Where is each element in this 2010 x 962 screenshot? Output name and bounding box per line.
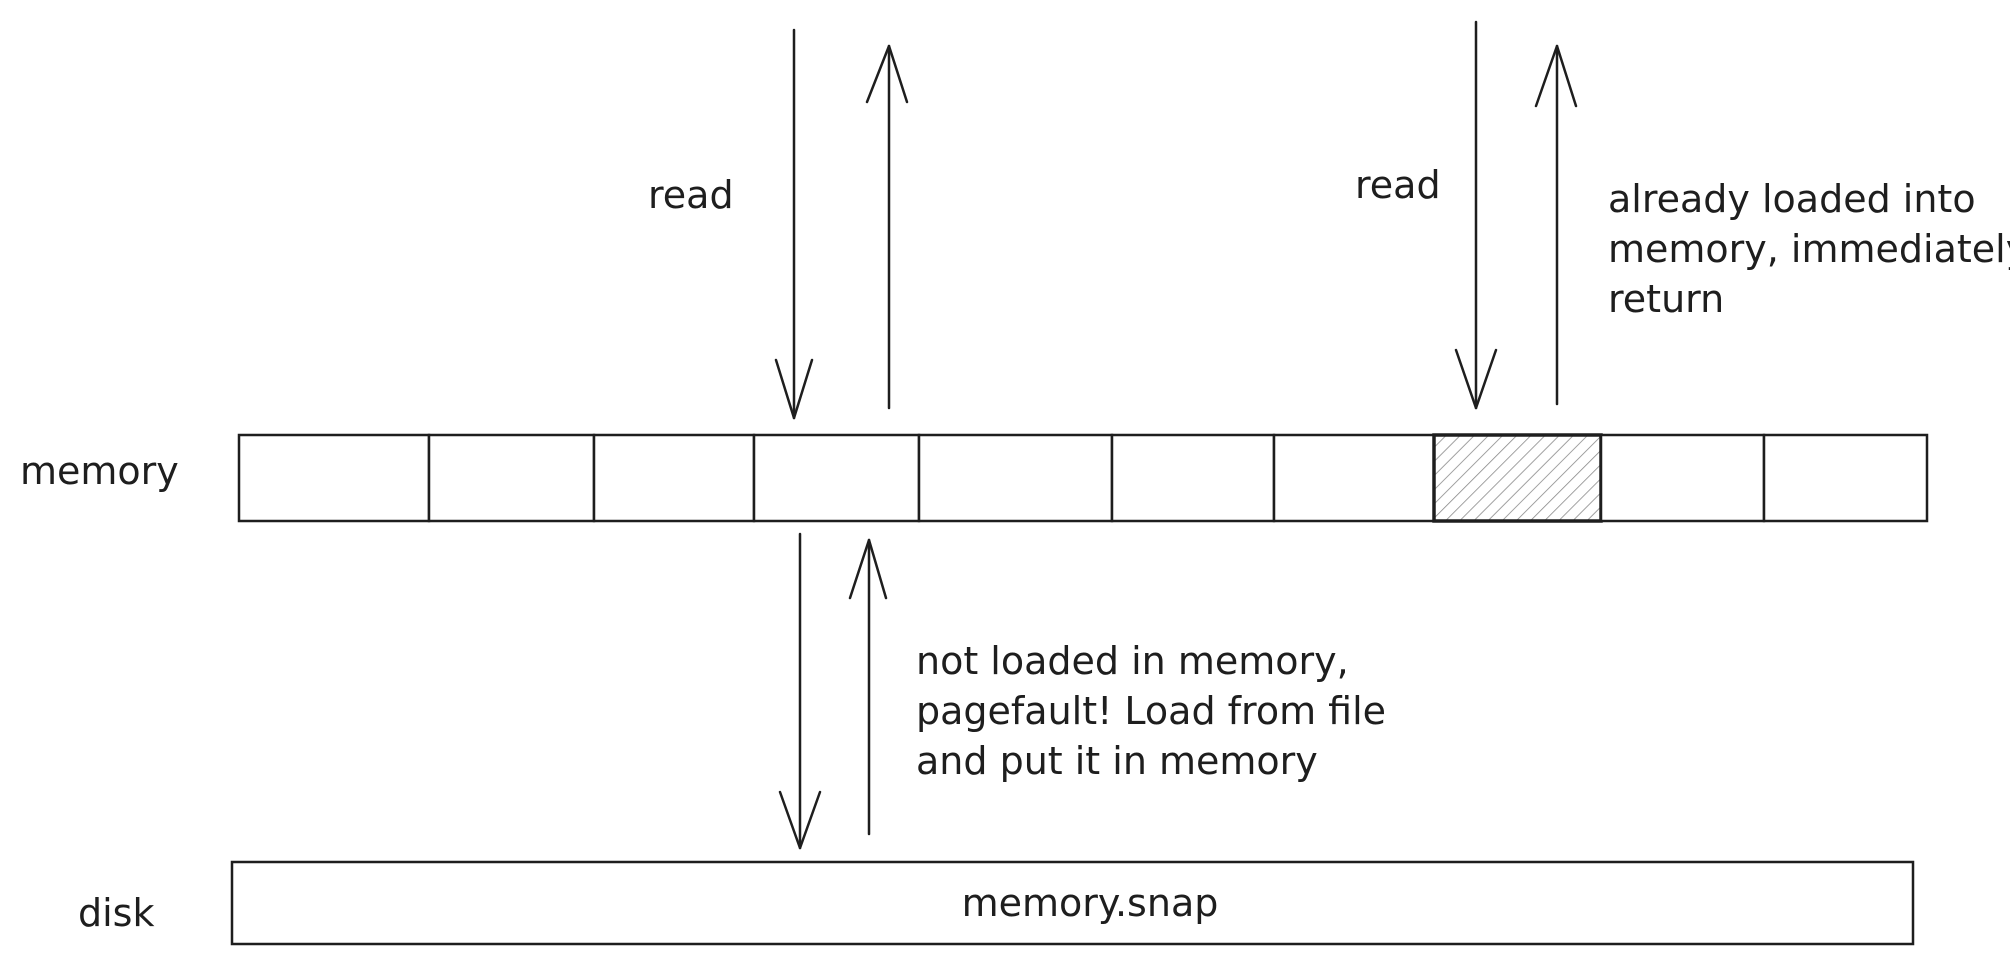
- disk-file-bar: [230, 860, 1915, 946]
- return-arrow-right-up: [1534, 44, 1578, 406]
- already-loaded-note: already loaded into memory, immediately …: [1608, 177, 2010, 321]
- memory-cell: [1762, 433, 1929, 523]
- pagefault-note-line: not loaded in memory,: [916, 639, 1349, 683]
- read-label-right: read: [1355, 163, 1441, 207]
- memory-cell: [1272, 433, 1436, 523]
- memory-cell: [1599, 433, 1766, 523]
- pagefault-note-line: pagefault! Load from file: [916, 689, 1386, 733]
- memory-bar: [237, 433, 1929, 523]
- read-arrow-right-down: [1454, 20, 1498, 410]
- pagefault-note-line: and put it in memory: [916, 739, 1318, 783]
- already-loaded-note-line: return: [1608, 277, 1724, 321]
- memory-cell-highlighted: [1432, 433, 1603, 523]
- memory-cell: [917, 433, 1114, 523]
- memory-cell: [1110, 433, 1276, 523]
- disk-file-label: memory.snap: [962, 881, 1219, 925]
- already-loaded-note-line: memory, immediately: [1608, 227, 2010, 271]
- disk-row-label: disk: [78, 891, 154, 935]
- memory-cell: [427, 433, 596, 523]
- pagefault-note: not loaded in memory, pagefault! Load fr…: [916, 639, 1398, 783]
- already-loaded-note-line: already loaded into: [1608, 177, 1976, 221]
- pagefault-arrow-down: [778, 532, 822, 850]
- memory-cell: [237, 433, 431, 523]
- load-arrow-up: [848, 538, 888, 836]
- memory-cell: [752, 433, 921, 523]
- read-label-left: read: [648, 173, 734, 217]
- return-arrow-left-up: [865, 44, 909, 410]
- memory-row-label: memory: [20, 449, 179, 493]
- read-arrow-left-down: [774, 28, 814, 420]
- memory-cell: [592, 433, 756, 523]
